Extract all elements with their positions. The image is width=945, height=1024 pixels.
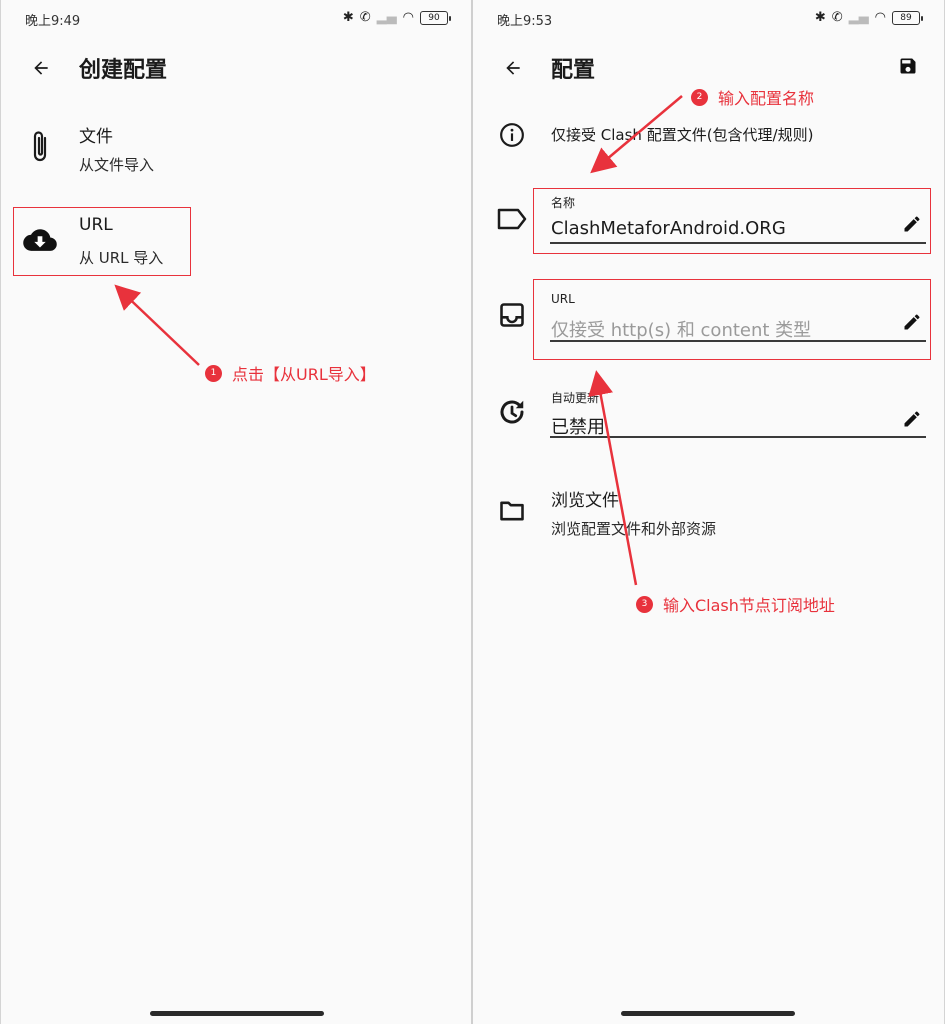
label-icon — [495, 202, 529, 236]
auto-update-field[interactable]: 自动更新 已禁用 — [473, 385, 944, 441]
edit-name-button[interactable] — [902, 214, 922, 234]
battery-icon: 90 — [420, 10, 451, 25]
signal-off-icon: ▂▄ — [848, 10, 869, 25]
page-title: 创建配置 — [79, 58, 168, 83]
info-icon — [495, 118, 529, 152]
item-subtitle: 从文件导入 — [79, 156, 155, 174]
page-title: 配置 — [551, 58, 596, 83]
create-config-screen: 晚上9:49 ✱ ✆ ▂▄ ◠ 90 创建配置 文件 从文件导入 URL 从 U… — [1, 0, 472, 1024]
pencil-icon — [904, 314, 920, 330]
item-title: URL — [79, 215, 113, 235]
info-text: 仅接受 Clash 配置文件(包含代理/规则) — [551, 126, 814, 144]
item-title: 浏览文件 — [551, 491, 619, 511]
field-underline — [550, 436, 926, 438]
save-icon — [900, 58, 916, 74]
wifi-icon: ◠ — [402, 10, 414, 25]
panel-divider — [471, 0, 473, 1024]
app-bar: 配置 — [473, 48, 944, 88]
inbox-icon — [495, 298, 529, 332]
url-field[interactable]: URL 仅接受 http(s) 和 content 类型 — [473, 282, 944, 352]
status-bar: 晚上9:49 ✱ ✆ ▂▄ ◠ 90 — [1, 8, 472, 32]
browse-files-item[interactable]: 浏览文件 浏览配置文件和外部资源 — [473, 480, 944, 550]
highlight-box-url — [533, 279, 931, 360]
step-badge: 1 — [205, 364, 222, 382]
field-underline — [550, 242, 926, 244]
signal-off-icon: ▂▄ — [376, 10, 397, 25]
field-label: 自动更新 — [551, 391, 600, 405]
battery-icon: 89 — [892, 10, 923, 25]
highlight-box-name — [533, 188, 931, 254]
arrow-left-icon — [34, 61, 48, 75]
wifi-icon: ◠ — [874, 10, 886, 25]
annotation-step-3: 3 输入Clash节点订阅地址 — [636, 592, 835, 616]
call-muted-icon: ✆ — [359, 10, 371, 25]
battery-level: 89 — [900, 12, 912, 23]
cloud-download-icon — [23, 223, 57, 257]
status-time: 晚上9:53 — [497, 14, 553, 29]
edit-url-button[interactable] — [902, 312, 922, 332]
paperclip-icon — [23, 130, 57, 164]
item-subtitle: 从 URL 导入 — [79, 249, 164, 267]
auto-update-value[interactable]: 已禁用 — [551, 417, 605, 438]
name-field[interactable]: 名称 ClashMetaforAndroid.ORG — [473, 190, 944, 252]
pencil-icon — [904, 411, 920, 427]
bluetooth-icon: ✱ — [342, 10, 354, 25]
save-button[interactable] — [898, 56, 920, 78]
annotation-text: 点击【从URL导入】 — [232, 365, 376, 384]
status-icons: ✱ ✆ ▂▄ ◠ 90 — [342, 10, 451, 25]
battery-level: 90 — [428, 12, 440, 23]
back-button[interactable] — [27, 54, 55, 82]
step-badge: 3 — [636, 595, 653, 613]
import-from-url-item[interactable]: URL 从 URL 导入 — [1, 207, 472, 277]
step-badge: 2 — [691, 88, 708, 106]
name-input[interactable]: ClashMetaforAndroid.ORG — [551, 218, 786, 239]
call-muted-icon: ✆ — [831, 10, 843, 25]
annotation-step-2: 2 输入配置名称 — [691, 85, 814, 109]
annotation-step-1: 1 点击【从URL导入】 — [205, 361, 376, 385]
home-indicator[interactable] — [150, 1011, 324, 1016]
item-title: 文件 — [79, 127, 113, 147]
url-input[interactable]: 仅接受 http(s) 和 content 类型 — [551, 320, 812, 341]
annotation-text: 输入Clash节点订阅地址 — [663, 596, 835, 615]
folder-icon — [495, 494, 529, 528]
pencil-icon — [904, 216, 920, 232]
import-from-file-item[interactable]: 文件 从文件导入 — [1, 112, 472, 192]
status-time: 晚上9:49 — [25, 14, 81, 29]
info-row: 仅接受 Clash 配置文件(包含代理/规则) — [473, 118, 944, 154]
field-label: URL — [551, 292, 575, 306]
config-screen: 晚上9:53 ✱ ✆ ▂▄ ◠ 89 配置 仅接受 Clash 配置文件(包含代… — [473, 0, 944, 1024]
status-icons: ✱ ✆ ▂▄ ◠ 89 — [814, 10, 923, 25]
field-label: 名称 — [551, 196, 576, 210]
field-underline — [550, 340, 926, 342]
bluetooth-icon: ✱ — [814, 10, 826, 25]
edit-auto-update-button[interactable] — [902, 409, 922, 429]
app-bar: 创建配置 — [1, 48, 472, 88]
item-subtitle: 浏览配置文件和外部资源 — [551, 520, 717, 538]
highlight-box-url — [13, 207, 191, 276]
back-button[interactable] — [499, 54, 527, 82]
history-icon — [495, 395, 529, 429]
arrow-left-icon — [506, 61, 520, 75]
status-bar: 晚上9:53 ✱ ✆ ▂▄ ◠ 89 — [473, 8, 944, 32]
home-indicator[interactable] — [621, 1011, 795, 1016]
annotation-text: 输入配置名称 — [718, 89, 815, 108]
